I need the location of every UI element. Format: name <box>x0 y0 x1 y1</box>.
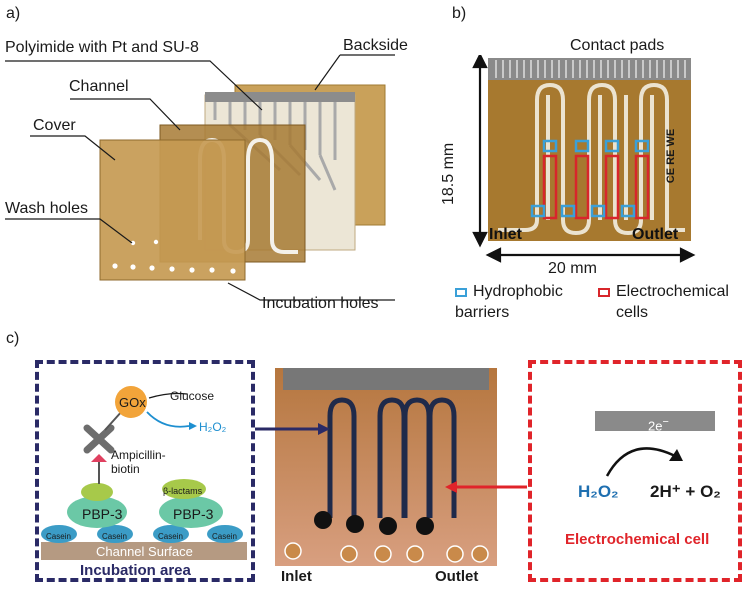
incubation-illustration <box>39 364 251 578</box>
electrochemical-cell-box <box>528 360 742 582</box>
chip-photo-electrodes <box>327 397 457 518</box>
panel-label-a: a) <box>6 5 21 22</box>
panel-label-c: c) <box>6 330 20 347</box>
label-electron: 2e− <box>648 413 669 435</box>
legend-hydrophobic-line1: Hydrophobic <box>473 283 563 300</box>
electron-sign: − <box>662 416 669 428</box>
label-inlet-c: Inlet <box>281 568 312 585</box>
contact-pad-ticks <box>495 60 686 78</box>
label-h2o2-small: H₂O₂ <box>199 420 227 434</box>
wash-hole-dots <box>130 239 159 246</box>
chip-photo-contacts <box>283 368 489 390</box>
label-casein-1: Casein <box>46 532 71 541</box>
panel-b-chip-top-view <box>440 55 740 280</box>
label-outlet-b: Outlet <box>632 226 679 243</box>
h2o2-arrow <box>146 411 190 428</box>
casein-blobs <box>41 525 243 543</box>
legend-electrochemical-line1: Electrochemical <box>616 283 729 300</box>
serpentine-channel <box>498 82 685 236</box>
electrochem-arrowhead <box>445 481 457 493</box>
polyimide-contact-strip <box>205 92 355 102</box>
label-inlet-b: Inlet <box>489 226 522 243</box>
label-pbp3-right: PBP-3 <box>173 506 214 522</box>
pbp3-proteins <box>67 496 223 528</box>
chip-top-graphic <box>472 55 696 263</box>
dimension-arrows <box>472 55 696 263</box>
incubation-hole-dots <box>112 263 236 274</box>
reaction-arrow <box>605 447 683 477</box>
glucose-pointer <box>148 392 188 399</box>
hydrophobic-barrier-markers <box>530 139 650 218</box>
label-electrochemical-cell: Electrochemical cell <box>565 531 710 548</box>
label-products: 2H⁺ + O₂ <box>650 482 721 501</box>
label-glucose: Glucose <box>170 389 215 403</box>
chip-photo-holes <box>284 542 489 563</box>
ampicillin-marker <box>91 454 107 462</box>
chip-photo <box>275 368 497 566</box>
legend-swatch-hydrophobic <box>455 288 467 297</box>
label-incubation-area: Incubation area <box>80 562 191 579</box>
label-casein-2: Casein <box>102 532 127 541</box>
gox-enzyme-icon <box>115 386 147 418</box>
label-ampicillin: Ampicillin- <box>111 448 166 462</box>
label-channel-surface: Channel Surface <box>96 544 193 559</box>
label-wash-holes: Wash holes <box>5 200 88 217</box>
panel-label-b: b) <box>452 5 467 22</box>
label-width-dim: 20 mm <box>548 260 597 277</box>
legend-hydrophobic-line2: barriers <box>455 304 510 321</box>
label-pbp3-left: PBP-3 <box>82 506 123 522</box>
label-biotin: biotin <box>111 462 140 476</box>
h2o2-arrowhead <box>189 422 197 430</box>
panel-a-exploded-view <box>0 0 440 320</box>
chip-photo-wells <box>314 511 434 535</box>
label-casein-4: Casein <box>212 532 237 541</box>
electron-count: 2e <box>648 418 663 434</box>
label-contact-pads: Contact pads <box>570 37 665 54</box>
incubation-arrowhead <box>318 423 330 435</box>
legend-electrochemical-line2: cells <box>616 304 649 321</box>
streptavidin-cross-icon <box>83 424 115 454</box>
label-backside: Backside <box>343 37 408 54</box>
beta-lactam-blobs <box>81 479 206 501</box>
label-gox: GOx <box>119 395 146 410</box>
incubation-molecules-graphic <box>41 386 247 560</box>
label-incubation-holes: Incubation holes <box>262 295 379 312</box>
label-cover: Cover <box>33 117 76 134</box>
label-channel: Channel <box>69 78 129 95</box>
channel-surface-bar <box>41 542 247 560</box>
leader-lines <box>5 54 395 301</box>
incubation-area-box <box>35 360 255 582</box>
label-polyimide: Polyimide with Pt and SU-8 <box>5 39 199 56</box>
electrode-bar <box>595 411 715 431</box>
label-casein-3: Casein <box>158 532 183 541</box>
label-outlet-c: Outlet <box>435 568 479 585</box>
label-beta-lactams: β-lactams <box>163 486 203 496</box>
label-reactant-h2o2: H₂O₂ <box>578 482 619 501</box>
legend-swatch-electrochemical <box>598 288 610 297</box>
layer-stack-graphic <box>5 54 395 301</box>
electrochemical-cell-markers <box>542 154 650 220</box>
chip-photo-graphic <box>275 368 497 566</box>
cover-layer <box>99 139 246 281</box>
